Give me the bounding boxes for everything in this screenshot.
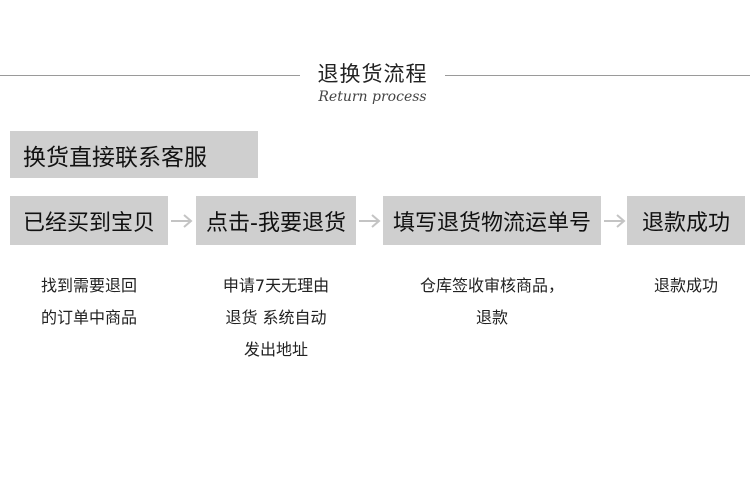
header-line-left (0, 75, 300, 76)
description-line: 找到需要退回 (40, 276, 137, 295)
step-2-description: 申请7天无理由 退货 系统自动 发出地址 (196, 270, 356, 366)
exchange-notice: 换货直接联系客服 (10, 131, 258, 178)
right-arrow-icon (357, 210, 383, 232)
description-line: 发出地址 (243, 340, 308, 359)
right-arrow-icon (602, 210, 628, 232)
description-line: 退款成功 (653, 276, 718, 295)
step-4-box: 退款成功 (627, 196, 745, 245)
description-line: 的订单中商品 (40, 308, 137, 327)
description-line: 退款 (475, 308, 508, 327)
step-4-description: 退款成功 (627, 270, 745, 302)
step-1-description: 找到需要退回 的订单中商品 (10, 270, 168, 334)
step-3-description: 仓库签收审核商品， 退款 (383, 270, 601, 334)
description-line: 仓库签收审核商品， (419, 276, 564, 295)
page-subtitle: Return process (318, 89, 427, 105)
description-line: 退货 系统自动 (225, 308, 327, 327)
step-2-box: 点击-我要退货 (196, 196, 356, 245)
right-arrow-icon (169, 210, 195, 232)
page-title: 退换货流程 (317, 62, 428, 86)
step-3-box: 填写退货物流运单号 (383, 196, 601, 245)
description-line: 申请7天无理由 (222, 276, 330, 295)
step-1-box: 已经买到宝贝 (10, 196, 168, 245)
header-line-right (445, 75, 750, 76)
